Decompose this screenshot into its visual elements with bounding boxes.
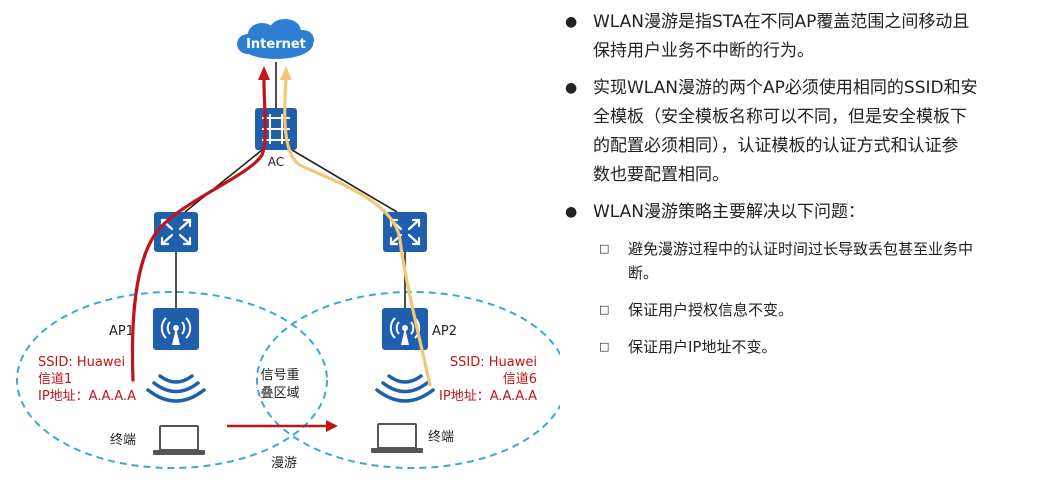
overlap-label-line1: 信号重	[260, 367, 299, 383]
internet-label: Internet	[246, 37, 306, 52]
ac-label: AC	[268, 155, 284, 169]
ap2-label: AP2	[432, 324, 457, 339]
roam-label: 漫游	[271, 456, 297, 471]
bullet-dot-icon: ●	[565, 204, 578, 220]
bullet-1-line-2: 保持用户业务不中断的行为。	[593, 41, 814, 61]
switch-left-icon	[154, 212, 198, 252]
ap1-label: AP1	[109, 324, 134, 339]
bullet-2-line-2: 全模板（安全模板名称可以不同，但是安全模板下	[593, 107, 967, 127]
terminal-label-2: 终端	[428, 429, 454, 445]
bullet-item-1: ● WLAN漫游是指STA在不同AP覆盖范围之间移动且 保持用户业务不中断的行为…	[563, 8, 1033, 66]
bullet-3-line-1: WLAN漫游策略主要解决以下问题：	[593, 202, 866, 222]
ap1-ip: IP地址：A.A.A.A	[38, 389, 136, 404]
sub-bullet-item-1: □ 避免漫游过程中的认证时间过长导致丢包甚至业务中 断。	[563, 237, 1033, 285]
sub-bullet-item-2: □ 保证用户授权信息不变。	[563, 298, 1033, 322]
terminal-label-1: 终端	[110, 432, 136, 448]
sub-bullet-1-line-1: 避免漫游过程中的认证时间过长导致丢包甚至业务中	[628, 240, 974, 258]
laptop-terminal-2-icon	[371, 423, 423, 453]
ap1-device-icon	[153, 308, 199, 350]
ap1-coverage-area	[16, 291, 328, 469]
overlap-label-line2: 叠区域	[260, 386, 299, 401]
ap1-ssid: SSID: Huawei	[38, 355, 125, 370]
bullet-2-line-1: 实现WLAN漫游的两个AP必须使用相同的SSID和安	[593, 78, 978, 98]
bullet-dot-icon: ●	[565, 14, 578, 30]
square-bullet-icon: □	[599, 340, 610, 353]
roaming-arrow	[227, 420, 338, 432]
bullet-item-3: ● WLAN漫游策略主要解决以下问题：	[563, 198, 1033, 227]
yellow-traffic-path	[280, 66, 432, 387]
sub-bullet-2-line-1: 保证用户授权信息不变。	[628, 301, 794, 319]
bullet-list: ● WLAN漫游是指STA在不同AP覆盖范围之间移动且 保持用户业务不中断的行为…	[563, 8, 1033, 372]
red-traffic-path	[130, 66, 270, 382]
bullet-1-line-1: WLAN漫游是指STA在不同AP覆盖范围之间移动且	[593, 12, 970, 32]
wifi-signal-ap2-icon	[375, 374, 435, 403]
ap2-ssid: SSID: Huawei	[450, 355, 537, 370]
wifi-signal-ap1-icon	[146, 374, 206, 403]
sub-bullet-item-3: □ 保证用户IP地址不变。	[563, 335, 1033, 359]
ap2-ip: IP地址：A.A.A.A	[439, 389, 537, 404]
ap2-coverage-area	[256, 291, 560, 469]
wlan-roaming-diagram: Internet AC	[16, 19, 560, 471]
bullet-2-line-3: 的配置必须相同），认证模板的认证方式和认证参	[593, 136, 959, 156]
square-bullet-icon: □	[599, 303, 610, 316]
internet-cloud-icon	[237, 19, 314, 59]
sub-bullet-1-line-2: 断。	[628, 264, 659, 282]
bullet-dot-icon: ●	[565, 80, 578, 96]
ap2-channel: 信道6	[503, 372, 537, 387]
ac-device-icon	[255, 108, 297, 150]
bullet-item-2: ● 实现WLAN漫游的两个AP必须使用相同的SSID和安 全模板（安全模板名称可…	[563, 74, 1033, 190]
network-links	[175, 62, 406, 308]
sub-bullet-3-line-1: 保证用户IP地址不变。	[628, 338, 777, 356]
laptop-terminal-1-icon	[153, 425, 205, 455]
square-bullet-icon: □	[599, 242, 610, 255]
ap1-channel: 信道1	[38, 372, 72, 387]
bullet-2-line-4: 数也要配置相同。	[593, 165, 729, 185]
